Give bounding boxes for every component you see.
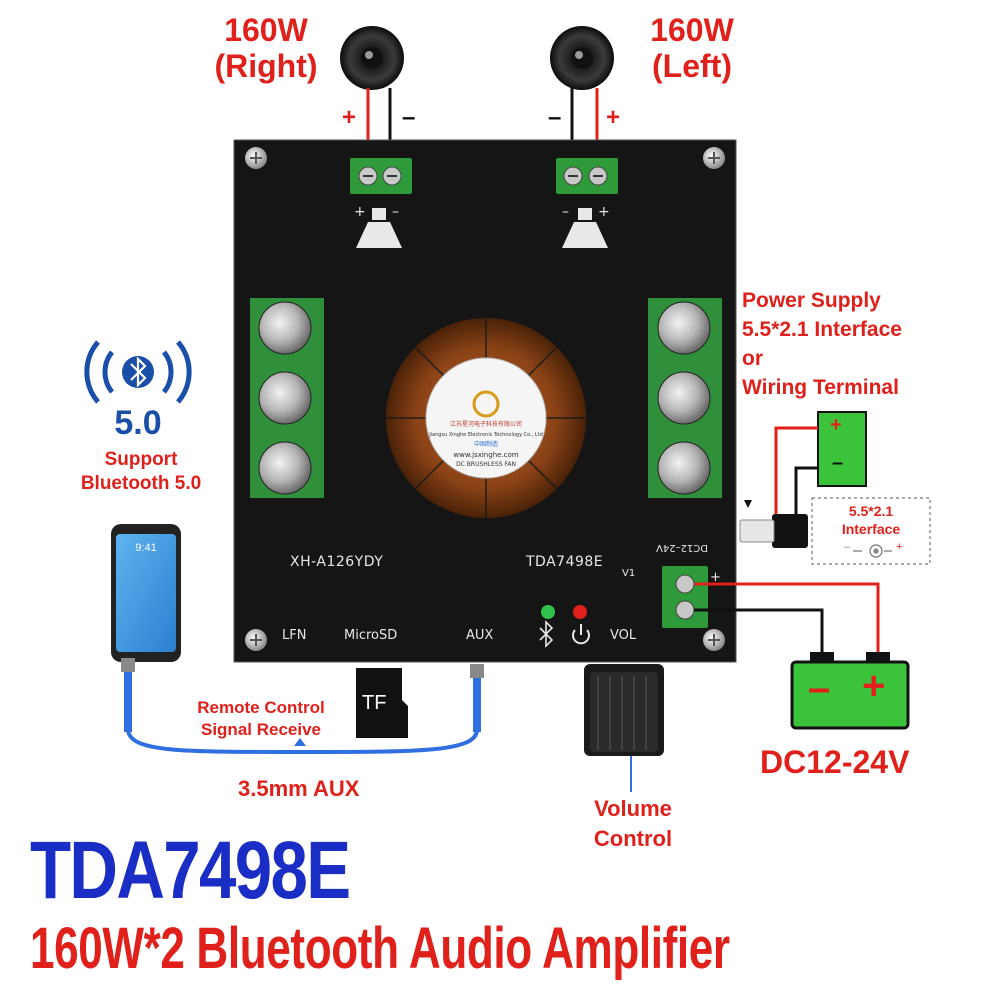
battery-voltage: DC12-24V	[760, 744, 910, 780]
board-plus-mark: +	[710, 570, 721, 585]
interface-minus: –	[844, 541, 851, 553]
interface-plus: +	[896, 541, 903, 553]
dc-plug-icon	[739, 500, 808, 548]
speaker-right-icon	[340, 26, 404, 90]
power-led	[573, 605, 587, 619]
power-supply-line1: Power Supply	[742, 289, 881, 312]
capacitors-left	[250, 298, 324, 498]
silk-right-minus: –	[392, 204, 399, 220]
battery-plus: +	[862, 664, 886, 708]
remote-line2: Signal Receive	[200, 720, 321, 739]
ext-plus-mark: +	[830, 414, 842, 436]
battery-icon	[790, 652, 910, 730]
power-icon	[572, 624, 590, 645]
silk-left-plus: +	[598, 204, 610, 220]
right-plus-mark: +	[342, 104, 357, 131]
port-aux: AUX	[466, 628, 494, 643]
speaker-right-channel: (Right)	[214, 48, 318, 84]
remote-label: Remote Control Signal Receive	[176, 697, 346, 741]
product-description-title: 160W*2 Bluetooth Audio Amplifier	[30, 916, 730, 981]
tf-card-icon	[356, 668, 408, 738]
capacitors-right	[648, 298, 722, 498]
left-minus-mark: –	[548, 104, 562, 131]
interface-label: 5.5*2.1 Interface	[812, 502, 930, 538]
fan-url: www.jsxinghe.com	[453, 451, 519, 459]
terminal-power	[662, 566, 708, 628]
aux-cable-label: 3.5mm AUX	[238, 776, 360, 801]
remote-line1: Remote Control	[197, 698, 325, 717]
board-screws	[245, 147, 725, 651]
bluetooth-version: 5.0	[114, 404, 162, 442]
terminal-left-speaker	[556, 158, 618, 194]
battery-minus: –	[808, 666, 831, 710]
speaker-left-power: 160W	[650, 12, 734, 48]
smartphone-icon	[111, 524, 181, 662]
tf-card-label: TF	[362, 692, 387, 714]
port-vol: VOL	[610, 628, 637, 643]
volume-line1: Volume	[594, 796, 672, 821]
interface-line2: Interface	[841, 521, 901, 537]
board-model: XH-A126YDY	[290, 554, 384, 570]
left-plus-mark: +	[606, 104, 621, 131]
power-supply-line2: 5.5*2.1 Interface	[742, 318, 902, 341]
speaker-left-channel: (Left)	[652, 48, 732, 84]
volume-knob	[584, 664, 664, 792]
speaker-left-label: 160W (Left)	[622, 12, 762, 84]
fan-label: 江苏星河电子科技有限公司 Jiangsu Xinghe Electronic T…	[426, 420, 546, 470]
bluetooth-support-line1: Support	[104, 449, 178, 470]
board-revision: V1	[622, 568, 636, 579]
polarity-symbol-icon	[853, 544, 892, 558]
volume-label: Volume Control	[568, 794, 698, 854]
speaker-right-label: 160W (Right)	[196, 12, 336, 84]
speaker-left-icon	[550, 26, 614, 90]
power-supply-label: Power Supply 5.5*2.1 Interface or Wiring…	[742, 286, 902, 402]
board-chip: TDA7498E	[526, 554, 604, 570]
interface-box	[811, 497, 931, 565]
external-terminal-icon	[774, 411, 867, 548]
terminal-right-speaker	[350, 158, 412, 194]
speaker-silkscreen-icon	[356, 208, 608, 248]
interface-line1: 5.5*2.1	[848, 503, 894, 519]
power-supply-line3: or	[742, 347, 763, 370]
silk-right-plus: +	[354, 204, 366, 220]
bluetooth-icon	[539, 620, 554, 648]
fan-company-cn: 江苏星河电子科技有限公司	[449, 421, 522, 428]
bluetooth-logo-icon	[84, 340, 192, 404]
volume-line2: Control	[593, 826, 673, 851]
right-minus-mark: –	[402, 104, 416, 131]
phone-time: 9:41	[135, 542, 157, 554]
product-model-title: TDA7498E	[30, 825, 351, 916]
power-wires	[694, 582, 880, 658]
bluetooth-led	[541, 605, 555, 619]
port-lfn: LFN	[282, 628, 307, 643]
fan-type: DC BRUSHLESS FAN	[456, 461, 516, 468]
ext-minus-mark: –	[832, 452, 844, 474]
cooling-fan	[386, 318, 586, 518]
power-supply-line4: Wiring Terminal	[742, 376, 899, 399]
bluetooth-support: Support Bluetooth 5.0	[56, 448, 226, 496]
speaker-right-power: 160W	[224, 12, 308, 48]
aux-cable	[121, 658, 484, 754]
fan-origin: 中国制造	[473, 441, 498, 448]
board-dc-label: DC12–24V	[656, 542, 708, 553]
bluetooth-support-line2: Bluetooth 5.0	[80, 473, 202, 494]
port-microsd: MicroSD	[344, 628, 398, 643]
fan-company-en: Jiangsu Xinghe Electronic Technology Co.…	[429, 432, 543, 438]
silk-left-minus: –	[562, 204, 569, 220]
